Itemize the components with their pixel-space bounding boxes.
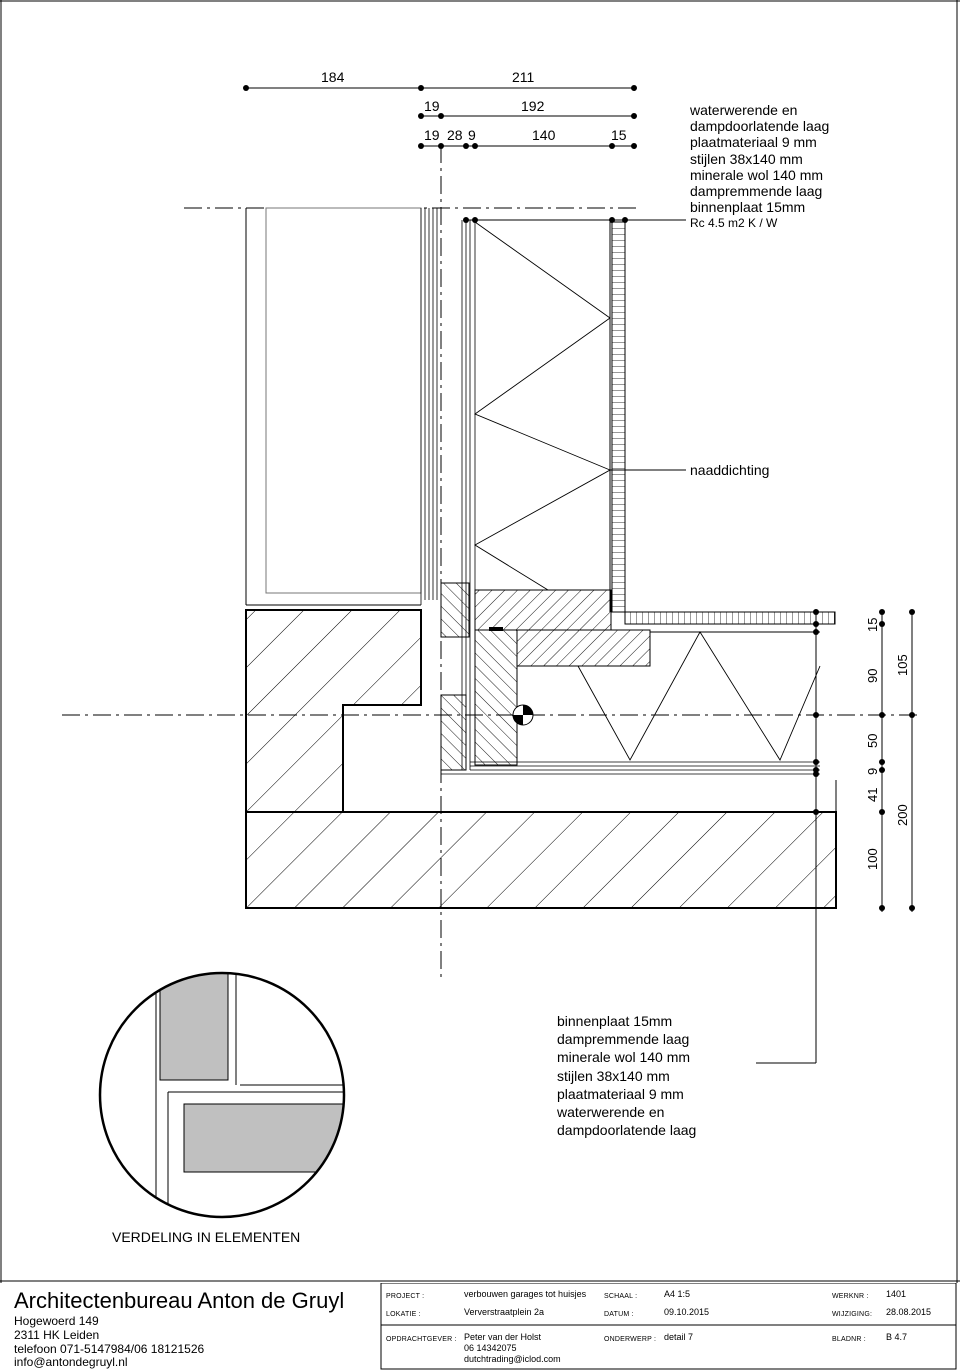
dim-top-19b: 19 [424,127,440,143]
level-marker-icon [512,704,534,726]
dim-top-15: 15 [611,127,627,143]
wall-rc-value: Rc 4.5 m2 K / W [690,216,778,231]
dim-right-9: 9 [865,767,880,775]
floor-legend-line: binnenplaat 15mm [557,1013,673,1029]
joint-seal-label: naaddichting [690,462,770,478]
dim-right-50: 50 [865,733,880,748]
construction-detail [0,0,960,1283]
scale-value: A4 1:5 [664,1289,691,1299]
sheet-label: BLADNR : [832,1336,866,1343]
workno-value: 1401 [886,1289,907,1299]
wall-layer-legend: waterwerende en dampdoorlatende laag pla… [690,102,829,232]
floor-legend-line: plaatmateriaal 9 mm [557,1085,684,1102]
dim-top-9: 9 [468,127,476,143]
dim-top-192: 192 [521,98,545,114]
dim-right-105: 105 [895,654,910,676]
location-value: Ververstraatplein 2a [464,1307,545,1317]
circle-caption: VERDELING IN ELEMENTEN [112,1229,301,1245]
top-dimension-dots [243,85,637,149]
dim-right-100: 100 [865,848,880,870]
firm-name: Architectenbureau Anton de Gruyl [14,1288,345,1313]
project-label: PROJECT : [386,1293,425,1300]
workno-label: WERKNR : [832,1293,869,1300]
floor-legend-line: dampdoorlatende laag [557,1122,697,1139]
firm-address-line: Hogewoerd 149 [14,1314,99,1328]
date-value: 09.10.2015 [664,1307,710,1317]
client-phone: 06 14342075 [464,1343,517,1353]
element-split-detail-circle [98,971,346,1219]
dim-top-140: 140 [532,127,556,143]
client-name: Peter van der Holst [464,1332,542,1342]
dim-right-15: 15 [865,617,880,632]
subject-value: detail 7 [664,1332,694,1342]
floor-legend-line: waterwerende en [557,1104,665,1121]
top-dimension-lines [246,87,634,147]
wall-legend-line: dampremmende laag [690,183,823,200]
client-label: OPDRACHTGEVER : [386,1336,457,1343]
firm-email: info@antondegruyl.nl [14,1355,128,1369]
wall-legend-line: binnenplaat 15mm [690,199,806,216]
floor-layer-legend: binnenplaat 15mm dampremmende laag miner… [557,1012,696,1139]
dim-right-41: 41 [865,787,880,802]
firm-phone: telefoon 071-5147984/06 18121526 [14,1342,205,1356]
wall-legend-line: waterwerende en [690,102,798,118]
change-label: WIJZIGING: [832,1311,873,1318]
floor-legend-line: dampremmende laag [557,1031,690,1048]
dim-top-28: 28 [447,127,463,143]
sheet-value: B 4.7 [886,1332,908,1342]
dim-right-90: 90 [865,668,880,683]
project-value: verbouwen garages tot huisjes [464,1289,587,1299]
dim-top-184: 184 [321,69,345,85]
wall-legend-line: dampdoorlatende laag [690,118,830,135]
wall-legend-line: plaatmateriaal 9 mm [690,134,817,151]
dim-top-19a: 19 [424,98,440,114]
firm-address-line: 2311 HK Leiden [14,1328,100,1342]
subject-label: ONDERWERP : [604,1336,657,1343]
client-email: dutchtrading@iclod.com [464,1354,561,1364]
scale-label: SCHAAL : [604,1293,638,1300]
dim-right-200: 200 [895,804,910,826]
title-block: Architectenbureau Anton de Gruyl Hogewoe… [0,1283,960,1370]
wall-legend-line: minerale wol 140 mm [690,166,824,183]
floor-legend-line: minerale wol 140 mm [557,1049,691,1066]
location-label: LOKATIE : [386,1311,421,1318]
change-value: 28.08.2015 [886,1307,932,1317]
wall-legend-line: stijlen 38x140 mm [690,150,803,167]
dim-top-211: 211 [512,69,535,85]
date-label: DATUM : [604,1311,634,1318]
title-block-grid [380,1283,957,1370]
floor-legend-line: stijlen 38x140 mm [557,1067,670,1084]
